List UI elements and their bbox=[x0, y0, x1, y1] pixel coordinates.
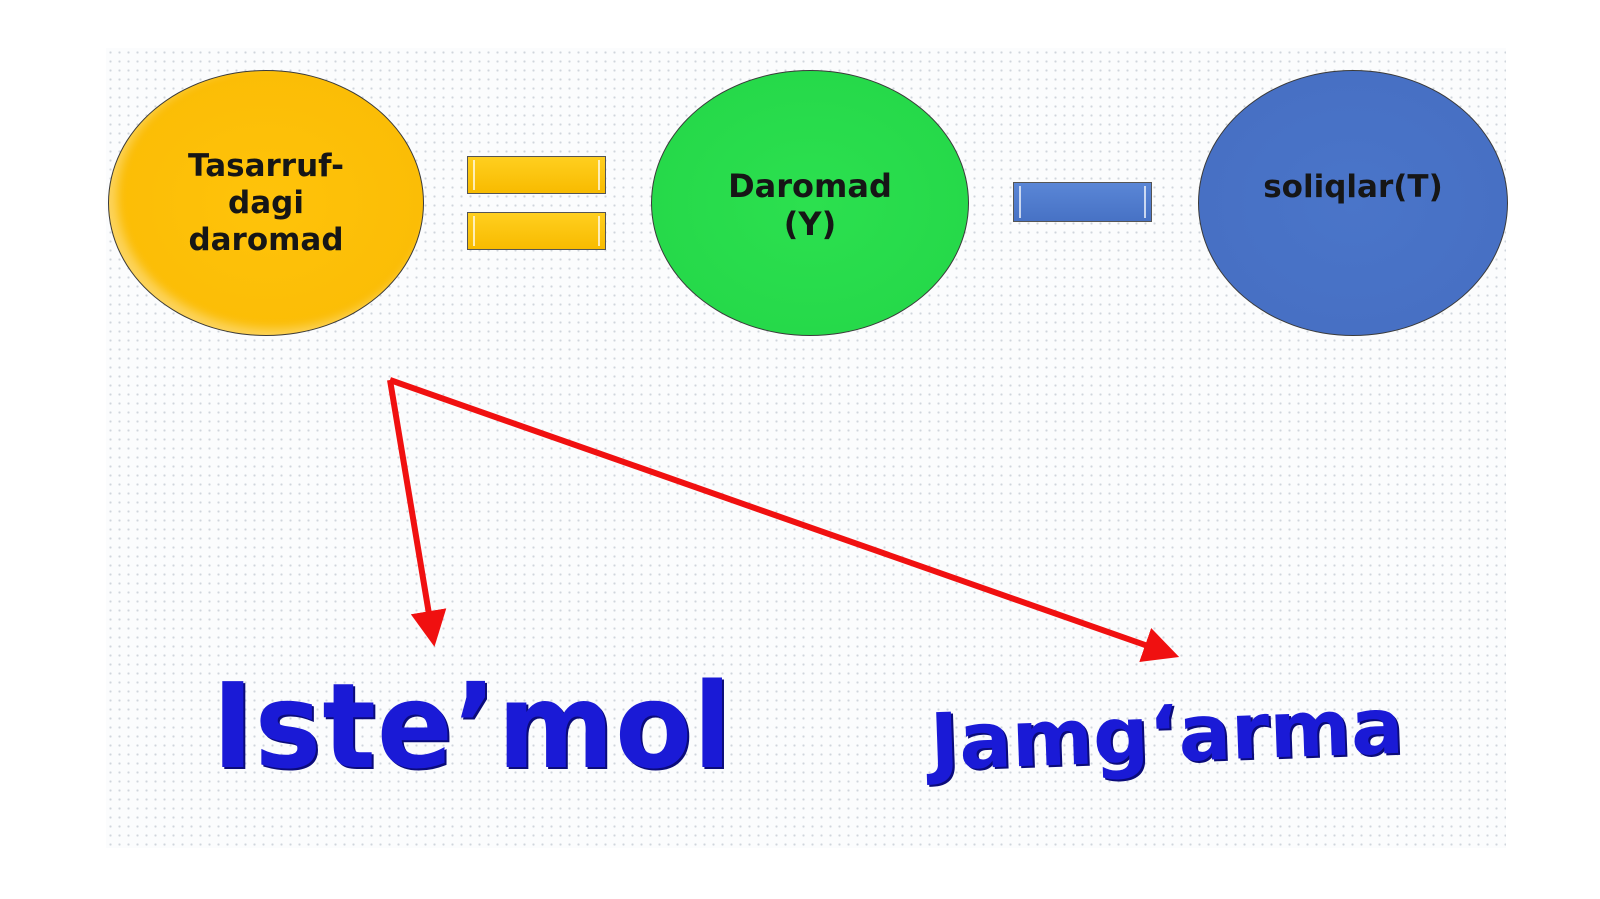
arrow-to-consumption bbox=[387, 379, 447, 647]
disposable-income-line-2: dagi bbox=[228, 184, 304, 221]
saving-label: Jamg‘arma bbox=[928, 681, 1405, 789]
income-line-2: (Y) bbox=[783, 205, 837, 243]
income-line-1: Daromad bbox=[728, 167, 892, 205]
taxes-circle: soliqlar(T) bbox=[1198, 70, 1508, 336]
equals-sign-top-bar bbox=[467, 156, 606, 194]
consumption-label: Iste’mol bbox=[212, 658, 733, 796]
income-circle: Daromad (Y) bbox=[651, 70, 969, 336]
disposable-income-label: Tasarruf- dagi daromad bbox=[188, 148, 344, 259]
minus-sign-bar bbox=[1013, 182, 1152, 222]
arrow-to-saving bbox=[389, 377, 1180, 663]
disposable-income-line-3: daromad bbox=[188, 221, 344, 258]
disposable-income-line-1: Tasarruf- bbox=[188, 147, 344, 184]
taxes-label: soliqlar(T) bbox=[1263, 169, 1443, 205]
disposable-income-circle: Tasarruf- dagi daromad bbox=[108, 70, 424, 336]
income-label: Daromad (Y) bbox=[728, 167, 892, 243]
equals-sign-bottom-bar bbox=[467, 212, 606, 250]
